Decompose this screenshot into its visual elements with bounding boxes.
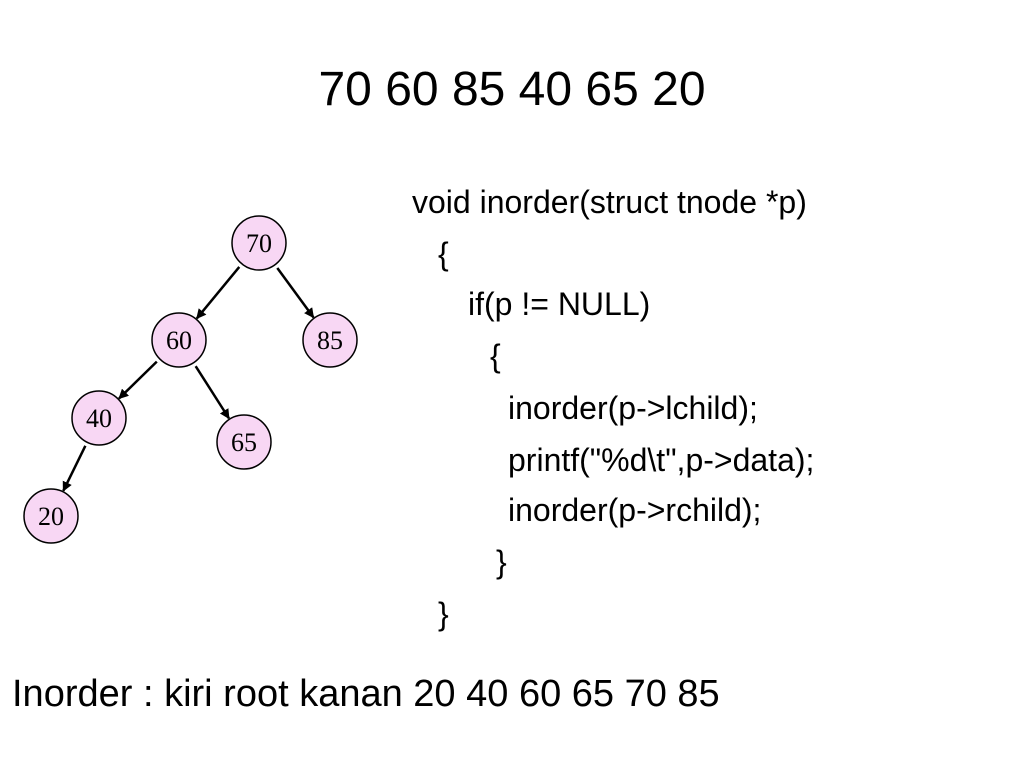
tree-node-circle <box>71 390 127 446</box>
page-title: 70 60 85 40 65 20 <box>318 63 706 116</box>
tree-node-65: 65 <box>216 414 272 470</box>
tree-node-circle <box>231 215 287 271</box>
tree-node-circle <box>151 312 207 368</box>
code-line-inorder-right: inorder(p->rchild); <box>508 492 762 528</box>
tree-node-40: 40 <box>71 390 127 446</box>
tree-edge-60-40 <box>118 360 158 400</box>
tree-node-label: 70 <box>246 229 272 258</box>
tree-node-circle <box>216 414 272 470</box>
tree-node-circle <box>23 488 79 544</box>
code-line-printf: printf("%d\t",p->data); <box>508 442 815 478</box>
code-line-if: if(p != NULL) <box>468 286 651 322</box>
tree-node-85: 85 <box>302 312 358 368</box>
code-line-if-open-brace: { <box>490 338 501 374</box>
tree-node-label: 65 <box>231 428 257 457</box>
tree-node-circle <box>302 312 358 368</box>
code-line-if-close-brace: } <box>496 544 507 580</box>
tree-node-label: 20 <box>38 502 64 531</box>
tree-edge-60-65 <box>194 365 231 420</box>
tree-edge-40-20 <box>62 445 87 492</box>
code-line-close-brace: } <box>438 596 449 632</box>
tree-node-label: 85 <box>317 326 343 355</box>
tree-node-70: 70 <box>231 215 287 271</box>
inorder-result: Inorder : kiri root kanan 20 40 60 65 70… <box>12 673 720 715</box>
tree-node-label: 60 <box>166 326 192 355</box>
tree-node-20: 20 <box>23 488 79 544</box>
tree-node-label: 40 <box>86 404 112 433</box>
code-line-open-brace: { <box>438 236 449 272</box>
tree-edge-70-85 <box>276 267 315 319</box>
code-line-inorder-left: inorder(p->lchild); <box>508 390 758 426</box>
code-line-signature: void inorder(struct tnode *p) <box>412 184 807 220</box>
tree-edge-70-60 <box>195 266 241 320</box>
tree-node-60: 60 <box>151 312 207 368</box>
